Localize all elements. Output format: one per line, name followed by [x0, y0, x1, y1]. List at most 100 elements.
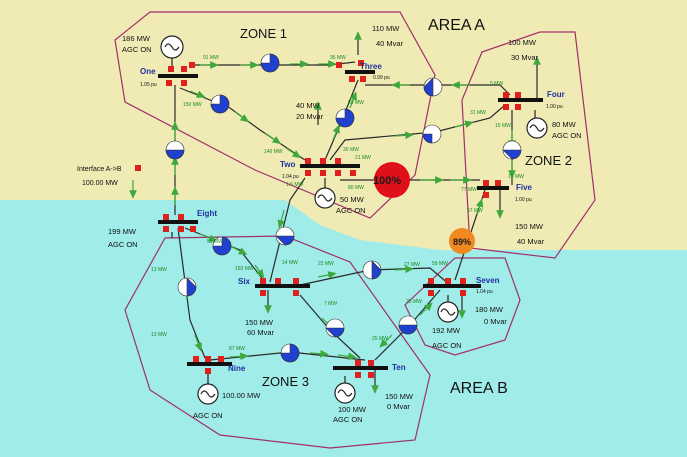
svg-text:Six: Six: [238, 277, 251, 286]
pie-seven-ten: [398, 315, 418, 335]
pie-two-four: [422, 124, 442, 144]
svg-text:Nine: Nine: [228, 364, 246, 373]
svg-text:1.05 pu: 1.05 pu: [140, 82, 157, 88]
svg-text:Four: Four: [547, 90, 565, 99]
flow-labels: 91 MW 95 MW 150 MW 146 MW 89 MW 30 MW 5 …: [151, 55, 524, 352]
generator-ten-icon: [334, 376, 356, 404]
svg-text:AGC ON: AGC ON: [552, 131, 582, 140]
pie-one-three: [260, 53, 280, 73]
svg-text:15 MW: 15 MW: [508, 174, 524, 180]
pie-one-eight: [165, 140, 185, 160]
svg-text:One: One: [140, 67, 156, 76]
svg-text:5 MW: 5 MW: [490, 81, 503, 87]
bus-three[interactable]: [345, 70, 375, 74]
zone-2-outline: [461, 31, 596, 259]
svg-text:146 MW: 146 MW: [264, 149, 283, 155]
interface-readout[interactable]: Interface A->B 100.00 MW: [77, 166, 122, 187]
svg-text:31 MW: 31 MW: [470, 110, 486, 116]
bus-six[interactable]: [255, 284, 310, 288]
pie-three-two: [335, 108, 355, 128]
svg-text:30 MW: 30 MW: [343, 147, 359, 153]
svg-text:192 MW: 192 MW: [432, 326, 461, 335]
svg-text:AGC ON: AGC ON: [432, 341, 462, 350]
svg-text:100.00 MW: 100.00 MW: [222, 391, 261, 400]
zone-2-label: ZONE 2: [525, 153, 572, 168]
svg-text:40 MW: 40 MW: [296, 101, 321, 110]
svg-text:0 Mvar: 0 Mvar: [484, 317, 507, 326]
svg-text:Ten: Ten: [392, 363, 406, 372]
svg-text:1.04 pu: 1.04 pu: [476, 289, 493, 295]
generator-one-icon: [160, 35, 184, 66]
svg-text:AGC ON: AGC ON: [333, 415, 363, 424]
svg-text:60 Mvar: 60 Mvar: [247, 328, 275, 337]
bus-voltages: 1.05 pu 0.99 pu 1.00 pu 1.04 pu 1.00 pu …: [140, 75, 563, 295]
svg-text:150 MW: 150 MW: [515, 222, 544, 231]
bus-four[interactable]: [498, 98, 543, 102]
bus-seven[interactable]: [423, 284, 481, 288]
svg-text:7 MW: 7 MW: [324, 301, 337, 307]
svg-text:1.00 pu: 1.00 pu: [546, 104, 563, 110]
bus-eight[interactable]: [158, 220, 198, 224]
bus-ten[interactable]: [333, 366, 388, 370]
svg-text:Five: Five: [516, 183, 533, 192]
svg-text:59 MW: 59 MW: [432, 261, 448, 267]
svg-text:25 MW: 25 MW: [372, 336, 388, 342]
generator-seven-icon: [437, 295, 459, 323]
generators[interactable]: [160, 35, 548, 405]
svg-text:100 MW: 100 MW: [338, 405, 367, 414]
svg-text:Three: Three: [360, 62, 382, 71]
pie-eight-six: [212, 236, 232, 256]
svg-text:Two: Two: [280, 160, 296, 169]
pie-four-five: [502, 140, 522, 160]
svg-text:0 Mvar: 0 Mvar: [387, 402, 410, 411]
svg-text:150 MW: 150 MW: [385, 392, 414, 401]
bus-five[interactable]: [477, 186, 509, 190]
svg-text:25 MW: 25 MW: [406, 299, 422, 305]
svg-text:13 MW: 13 MW: [151, 332, 167, 338]
pie-two-six: [275, 226, 295, 246]
pie-one-two: [210, 94, 230, 114]
zone-seven-outline: [404, 257, 521, 356]
svg-text:186 MW: 186 MW: [122, 34, 151, 43]
svg-text:100 MW: 100 MW: [508, 38, 537, 47]
generator-two-icon: [314, 178, 336, 209]
line-two-six[interactable]: [269, 177, 306, 283]
zone-3-label: ZONE 3: [262, 374, 309, 389]
svg-text:91 MW: 91 MW: [203, 55, 219, 61]
pie-nine-ten: [280, 343, 300, 363]
svg-text:50 MW: 50 MW: [340, 195, 365, 204]
svg-text:0.99 pu: 0.99 pu: [373, 75, 390, 81]
svg-text:Interface A->B: Interface A->B: [77, 166, 122, 173]
overload-indicator-seven-five[interactable]: [449, 228, 475, 254]
load-arrows: [264, 31, 541, 394]
pie-three-four: [423, 77, 443, 97]
line-loading-pies[interactable]: [165, 53, 522, 363]
generator-nine-icon: [197, 374, 219, 405]
svg-text:22 MW: 22 MW: [318, 261, 334, 267]
svg-text:110 MW: 110 MW: [372, 24, 400, 33]
area-zone-labels: AREA A AREA B ZONE 1 ZONE 2 ZONE 3: [240, 17, 572, 397]
area-b-label: AREA B: [450, 380, 508, 397]
breakers[interactable]: [135, 60, 521, 378]
zone-1-outline: [114, 11, 436, 219]
svg-text:150 MW: 150 MW: [183, 102, 202, 108]
bus-labels: One Three Four Two Five Eight Six Seven …: [140, 62, 565, 373]
svg-text:199 MW: 199 MW: [108, 227, 137, 236]
svg-text:Seven: Seven: [476, 276, 500, 285]
svg-text:1.00 pu: 1.00 pu: [515, 197, 532, 203]
bus-one[interactable]: [158, 74, 198, 78]
overload-percent-seven-five: 89%: [453, 237, 471, 247]
overload-indicator-two-five[interactable]: [374, 162, 410, 198]
svg-text:100.00 MW: 100.00 MW: [82, 180, 118, 187]
svg-text:77 MW: 77 MW: [461, 187, 477, 193]
bus-nine[interactable]: [187, 362, 232, 366]
svg-text:13 MW: 13 MW: [151, 267, 167, 273]
svg-text:14 MW: 14 MW: [282, 260, 298, 266]
svg-text:40 Mvar: 40 Mvar: [376, 39, 404, 48]
svg-text:AGC ON: AGC ON: [336, 206, 366, 215]
bus-two[interactable]: [300, 164, 360, 168]
svg-text:AGC ON: AGC ON: [122, 45, 152, 54]
svg-text:Eight: Eight: [197, 209, 217, 218]
